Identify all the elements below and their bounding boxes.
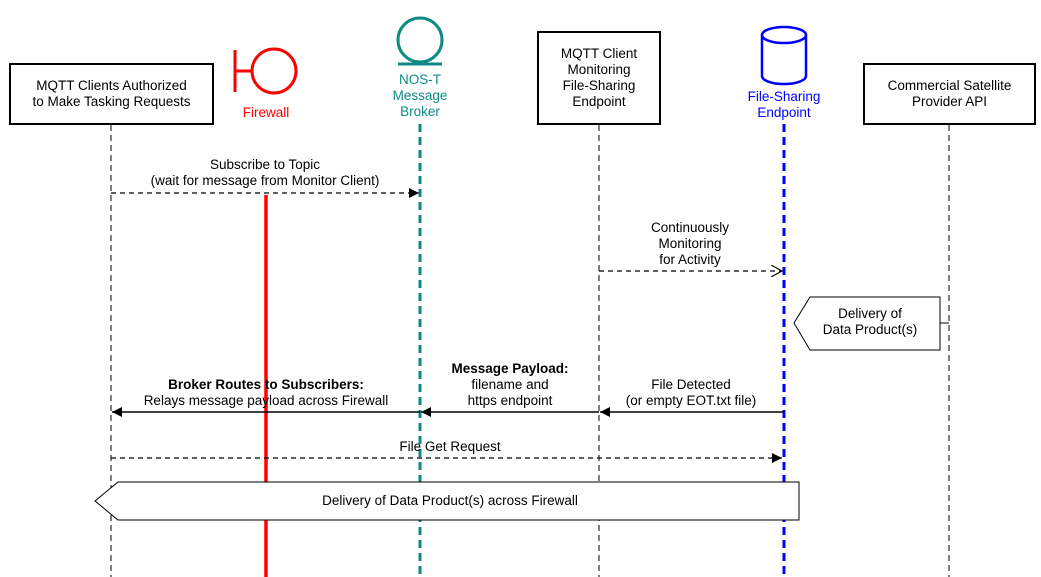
- participant-broker-line1: NOS-T: [399, 72, 441, 87]
- boundary-icon: [233, 47, 298, 95]
- delivery-provider-label: Delivery of Data Product(s): [822, 306, 918, 337]
- delivery-provider-shape: [793, 296, 941, 351]
- participant-broker-line3: Broker: [400, 104, 440, 119]
- file-detected-label: File Detected (or empty EOT.txt file): [625, 377, 757, 408]
- payload-title: Message Payload:: [451, 361, 569, 376]
- participant-provider-box: Commercial Satellite Provider API: [863, 63, 1036, 125]
- monitoring-label: Continuously Monitoring for Activity: [650, 220, 730, 267]
- participant-broker-label: NOS-T Message Broker: [370, 72, 470, 120]
- payload-label: Message Payload: filename and https endp…: [430, 361, 590, 409]
- participant-clients-line2: to Make Tasking Requests: [32, 94, 191, 109]
- participant-endpoint-line1: File-Sharing: [747, 89, 821, 104]
- subscribe-label: Subscribe to Topic (wait for message fro…: [150, 157, 380, 188]
- participant-clients-line1: MQTT Clients Authorized: [36, 78, 187, 93]
- database-icon: [760, 25, 808, 86]
- participant-clients-box: MQTT Clients Authorized to Make Tasking …: [9, 63, 214, 125]
- participant-provider-line2: Provider API: [911, 94, 988, 109]
- participant-endpoint-line2: Endpoint: [757, 105, 811, 120]
- routes-label: Broker Routes to Subscribers: Relays mes…: [116, 377, 416, 409]
- participant-firewall-label: Firewall: [242, 105, 290, 120]
- delivery-firewall-label: Delivery of Data Product(s) across Firew…: [322, 493, 578, 508]
- participant-monitor-line2: Monitoring: [567, 62, 631, 77]
- participant-monitor-line4: Endpoint: [572, 94, 626, 109]
- participant-broker-line2: Message: [392, 88, 448, 103]
- get-request-label: File Get Request: [399, 439, 501, 454]
- entity-icon: [396, 16, 444, 66]
- participant-provider-line1: Commercial Satellite: [887, 78, 1012, 93]
- routes-title: Broker Routes to Subscribers:: [168, 377, 364, 392]
- participant-endpoint-label: File-Sharing Endpoint: [724, 89, 844, 121]
- participant-monitor-box: MQTT Client Monitoring File-Sharing Endp…: [537, 31, 661, 125]
- delivery-firewall-shape: [94, 481, 800, 521]
- participant-monitor-line3: File-Sharing: [562, 78, 636, 93]
- participant-monitor-line1: MQTT Client: [560, 46, 638, 61]
